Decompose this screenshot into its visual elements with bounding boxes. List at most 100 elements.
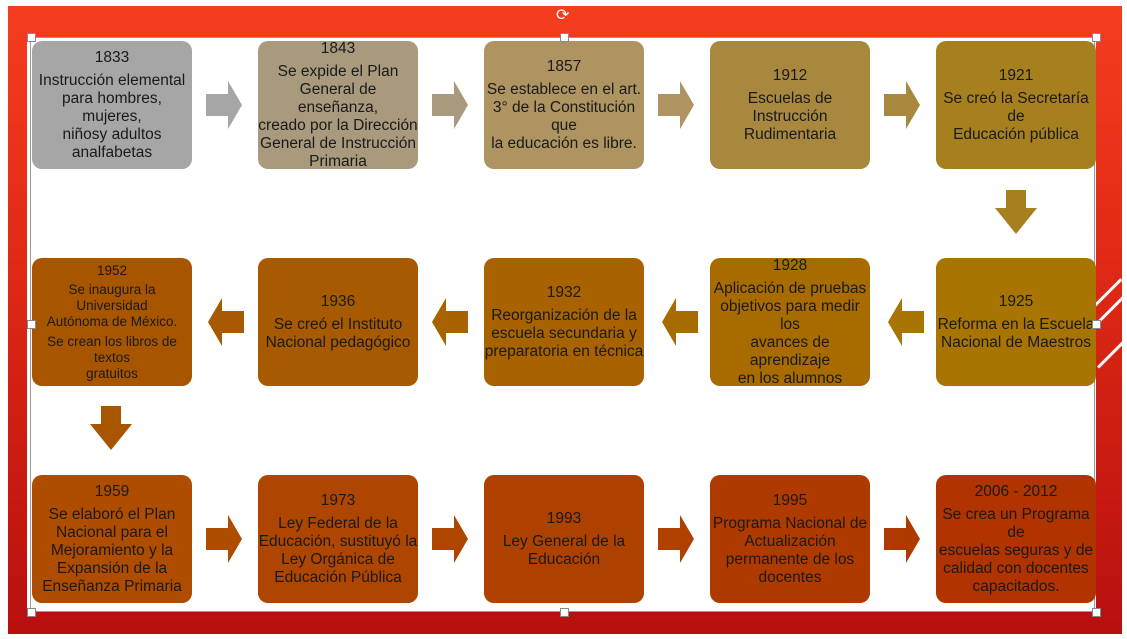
arrow-down-icon xyxy=(995,190,1037,234)
timeline-text-line: avances de aprendizaje xyxy=(749,333,831,369)
timeline-year: 1912 xyxy=(772,66,808,84)
timeline-text-line: Ley Federal de la xyxy=(278,514,398,532)
timeline-text-line: 3° de la Constitución que xyxy=(492,98,636,134)
timeline-text-line: para hombres, mujeres, xyxy=(62,89,162,125)
timeline-text-line: Educación Pública xyxy=(274,568,402,586)
timeline-year: 1928 xyxy=(772,256,808,274)
timeline-text-line: Reorganización de la xyxy=(491,306,637,324)
timeline-text-line: Se crea un Programa de xyxy=(942,505,1090,541)
arrow-right-icon xyxy=(206,515,242,563)
timeline-text-line: Programa Nacional de xyxy=(712,514,868,532)
timeline-text-line: en los alumnos xyxy=(737,369,843,387)
timeline-text-line: Escuelas de Instrucción xyxy=(747,89,833,125)
timeline-year: 1993 xyxy=(546,509,582,527)
timeline-text-line: escuela secundaria y xyxy=(491,324,637,342)
resize-handle[interactable] xyxy=(27,33,36,42)
timeline-text-line: Se inaugura la Universidad xyxy=(68,281,156,313)
timeline-text-line: gratuitos xyxy=(86,365,138,381)
timeline-text-line: Ley Orgánica de xyxy=(281,550,395,568)
timeline-text-line: docentes xyxy=(758,568,822,586)
resize-handle[interactable] xyxy=(1092,33,1101,42)
timeline-text-line: Se creó el Instituto xyxy=(273,315,403,333)
arrow-right-icon xyxy=(432,81,468,129)
arrow-right-icon xyxy=(884,515,920,563)
timeline-text-line: Se establece en el art. xyxy=(486,80,642,98)
timeline-year: 1959 xyxy=(94,482,130,500)
timeline-year: 1932 xyxy=(546,283,582,301)
timeline-text-line: la educación es libre. xyxy=(491,134,637,152)
arrow-right-icon xyxy=(432,515,468,563)
arrow-left-icon xyxy=(888,298,924,346)
resize-handle[interactable] xyxy=(560,33,569,42)
timeline-text-line: Nacional pedagógico xyxy=(265,333,411,351)
timeline-year: 1925 xyxy=(998,292,1034,310)
timeline-text-line: Educación xyxy=(527,550,601,568)
arrow-right-icon xyxy=(658,81,694,129)
resize-handle[interactable] xyxy=(560,608,569,617)
timeline-text-line: Enseñanza Primaria xyxy=(42,577,182,595)
timeline-year: 1952 xyxy=(96,262,128,278)
arrow-right-icon xyxy=(884,81,920,129)
timeline-text-line: Autónoma de México. xyxy=(46,313,178,329)
rotate-handle-icon[interactable]: ⟳ xyxy=(556,7,570,24)
timeline-year: 1995 xyxy=(772,491,808,509)
timeline-text-line: Se crean los libros de textos xyxy=(47,333,177,365)
timeline-text-line: General de enseñanza, xyxy=(297,80,379,116)
timeline-text-line: Expansión de la xyxy=(56,559,168,577)
timeline-text-line: Nacional para el xyxy=(55,523,168,541)
timeline-text-line: Educación pública xyxy=(953,125,1079,143)
timeline-text-line: Nacional de Maestros xyxy=(941,333,1091,351)
timeline-text-line: Educación, sustituyó la xyxy=(258,532,418,550)
timeline-text-line: Se elaboró el Plan xyxy=(48,505,176,523)
timeline-year: 1833 xyxy=(94,48,130,66)
timeline-text-line: objetivos para medir los xyxy=(720,297,860,333)
timeline-text-line: analfabetas xyxy=(71,143,153,161)
timeline-text-line: capacitados. xyxy=(972,577,1060,595)
timeline-text-line: niñosy adultos xyxy=(62,125,162,143)
timeline-text-line: escuelas seguras y de xyxy=(938,541,1094,559)
timeline-year: 1921 xyxy=(998,66,1034,84)
timeline-text-line: Instrucción elemental xyxy=(38,71,186,89)
timeline-year: 2006 - 2012 xyxy=(974,482,1058,500)
timeline-year: 1843 xyxy=(320,39,356,57)
timeline-text-line: General de Instrucción xyxy=(260,134,416,152)
timeline-text-line: Se creó la Secretaría de xyxy=(943,89,1089,125)
timeline-text-line: Mejoramiento y la xyxy=(50,541,174,559)
timeline-year: 1936 xyxy=(320,292,356,310)
timeline-text-line: Ley General de la xyxy=(502,532,626,550)
timeline-text-line: permanente de los xyxy=(725,550,855,568)
timeline-text-line: Rudimentaria xyxy=(743,125,837,143)
timeline-text-line: creado por la Dirección xyxy=(258,116,418,134)
timeline-text-line: calidad con docentes xyxy=(943,559,1089,577)
timeline-box-1857[interactable]: 1857 Se establece en el art.3° de la Cons… xyxy=(484,41,644,169)
timeline-text-line: preparatoria en técnica xyxy=(484,342,644,360)
arrow-down-icon xyxy=(90,406,132,450)
timeline-year: 1973 xyxy=(320,491,356,509)
arrow-right-icon xyxy=(658,515,694,563)
timeline-text-line: Primaria xyxy=(309,152,367,170)
arrow-left-icon xyxy=(208,298,244,346)
resize-handle[interactable] xyxy=(27,608,36,617)
arrow-left-icon xyxy=(432,298,468,346)
timeline-year: 1857 xyxy=(546,57,582,75)
arrow-right-icon xyxy=(206,81,242,129)
timeline-text-line: Se expide el Plan xyxy=(277,62,399,80)
resize-handle[interactable] xyxy=(1092,320,1101,329)
resize-handle[interactable] xyxy=(1092,608,1101,617)
resize-handle[interactable] xyxy=(27,320,36,329)
timeline-text-line: Aplicación de pruebas xyxy=(713,279,867,297)
